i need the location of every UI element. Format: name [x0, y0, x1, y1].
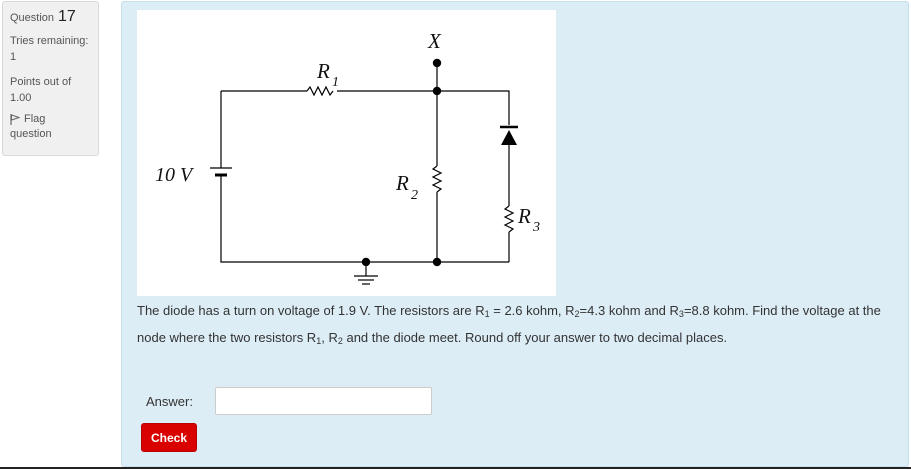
diode-symbol: [500, 125, 518, 145]
flag-label: Flag: [24, 113, 46, 125]
answer-row: Answer:: [146, 387, 432, 415]
circuit-diagram: 10 V R 1 R 2 R 3 X: [137, 10, 556, 296]
r1-label: R: [316, 59, 330, 83]
answer-label: Answer:: [146, 393, 193, 409]
circuit-svg: 10 V R 1 R 2 R 3 X: [155, 29, 540, 285]
points-value: 1.00: [10, 92, 32, 104]
r1-resistor: [306, 85, 334, 97]
flag-icon: [10, 113, 20, 125]
question-number-line: Question 17: [10, 8, 98, 26]
r2-subscript: 2: [411, 188, 418, 203]
question-text: The diode has a turn on voltage of 1.9 V…: [137, 303, 881, 346]
node-x-dot: [432, 58, 442, 68]
bottom-divider: [0, 467, 911, 469]
r2-label: R: [395, 171, 409, 195]
r3-subscript: 3: [532, 220, 540, 235]
tries-remaining-value: 1: [10, 51, 17, 63]
node-bottom-dot: [432, 257, 442, 267]
points-label: Points out of: [10, 76, 72, 88]
battery-symbol: [210, 167, 232, 190]
flag-label-line2: question: [10, 128, 52, 140]
tries-remaining-label: Tries remaining:: [10, 35, 89, 47]
question-content: 10 V R 1 R 2 R 3 X The diode has a turn …: [121, 1, 909, 467]
node-junction-dot: [432, 86, 442, 96]
source-voltage-label: 10 V: [155, 164, 195, 186]
node-x-label: X: [427, 29, 442, 53]
r3-label: R: [517, 204, 531, 228]
flag-question-toggle[interactable]: Flag: [10, 113, 98, 125]
question-info-panel: Question 17 Tries remaining: 1 Points ou…: [2, 1, 99, 156]
question-label: Question: [10, 12, 55, 24]
answer-input[interactable]: [215, 387, 432, 415]
question-number: 17: [58, 8, 76, 25]
check-button[interactable]: Check: [141, 423, 197, 452]
node-ground-dot: [361, 257, 371, 267]
r1-subscript: 1: [332, 75, 339, 90]
